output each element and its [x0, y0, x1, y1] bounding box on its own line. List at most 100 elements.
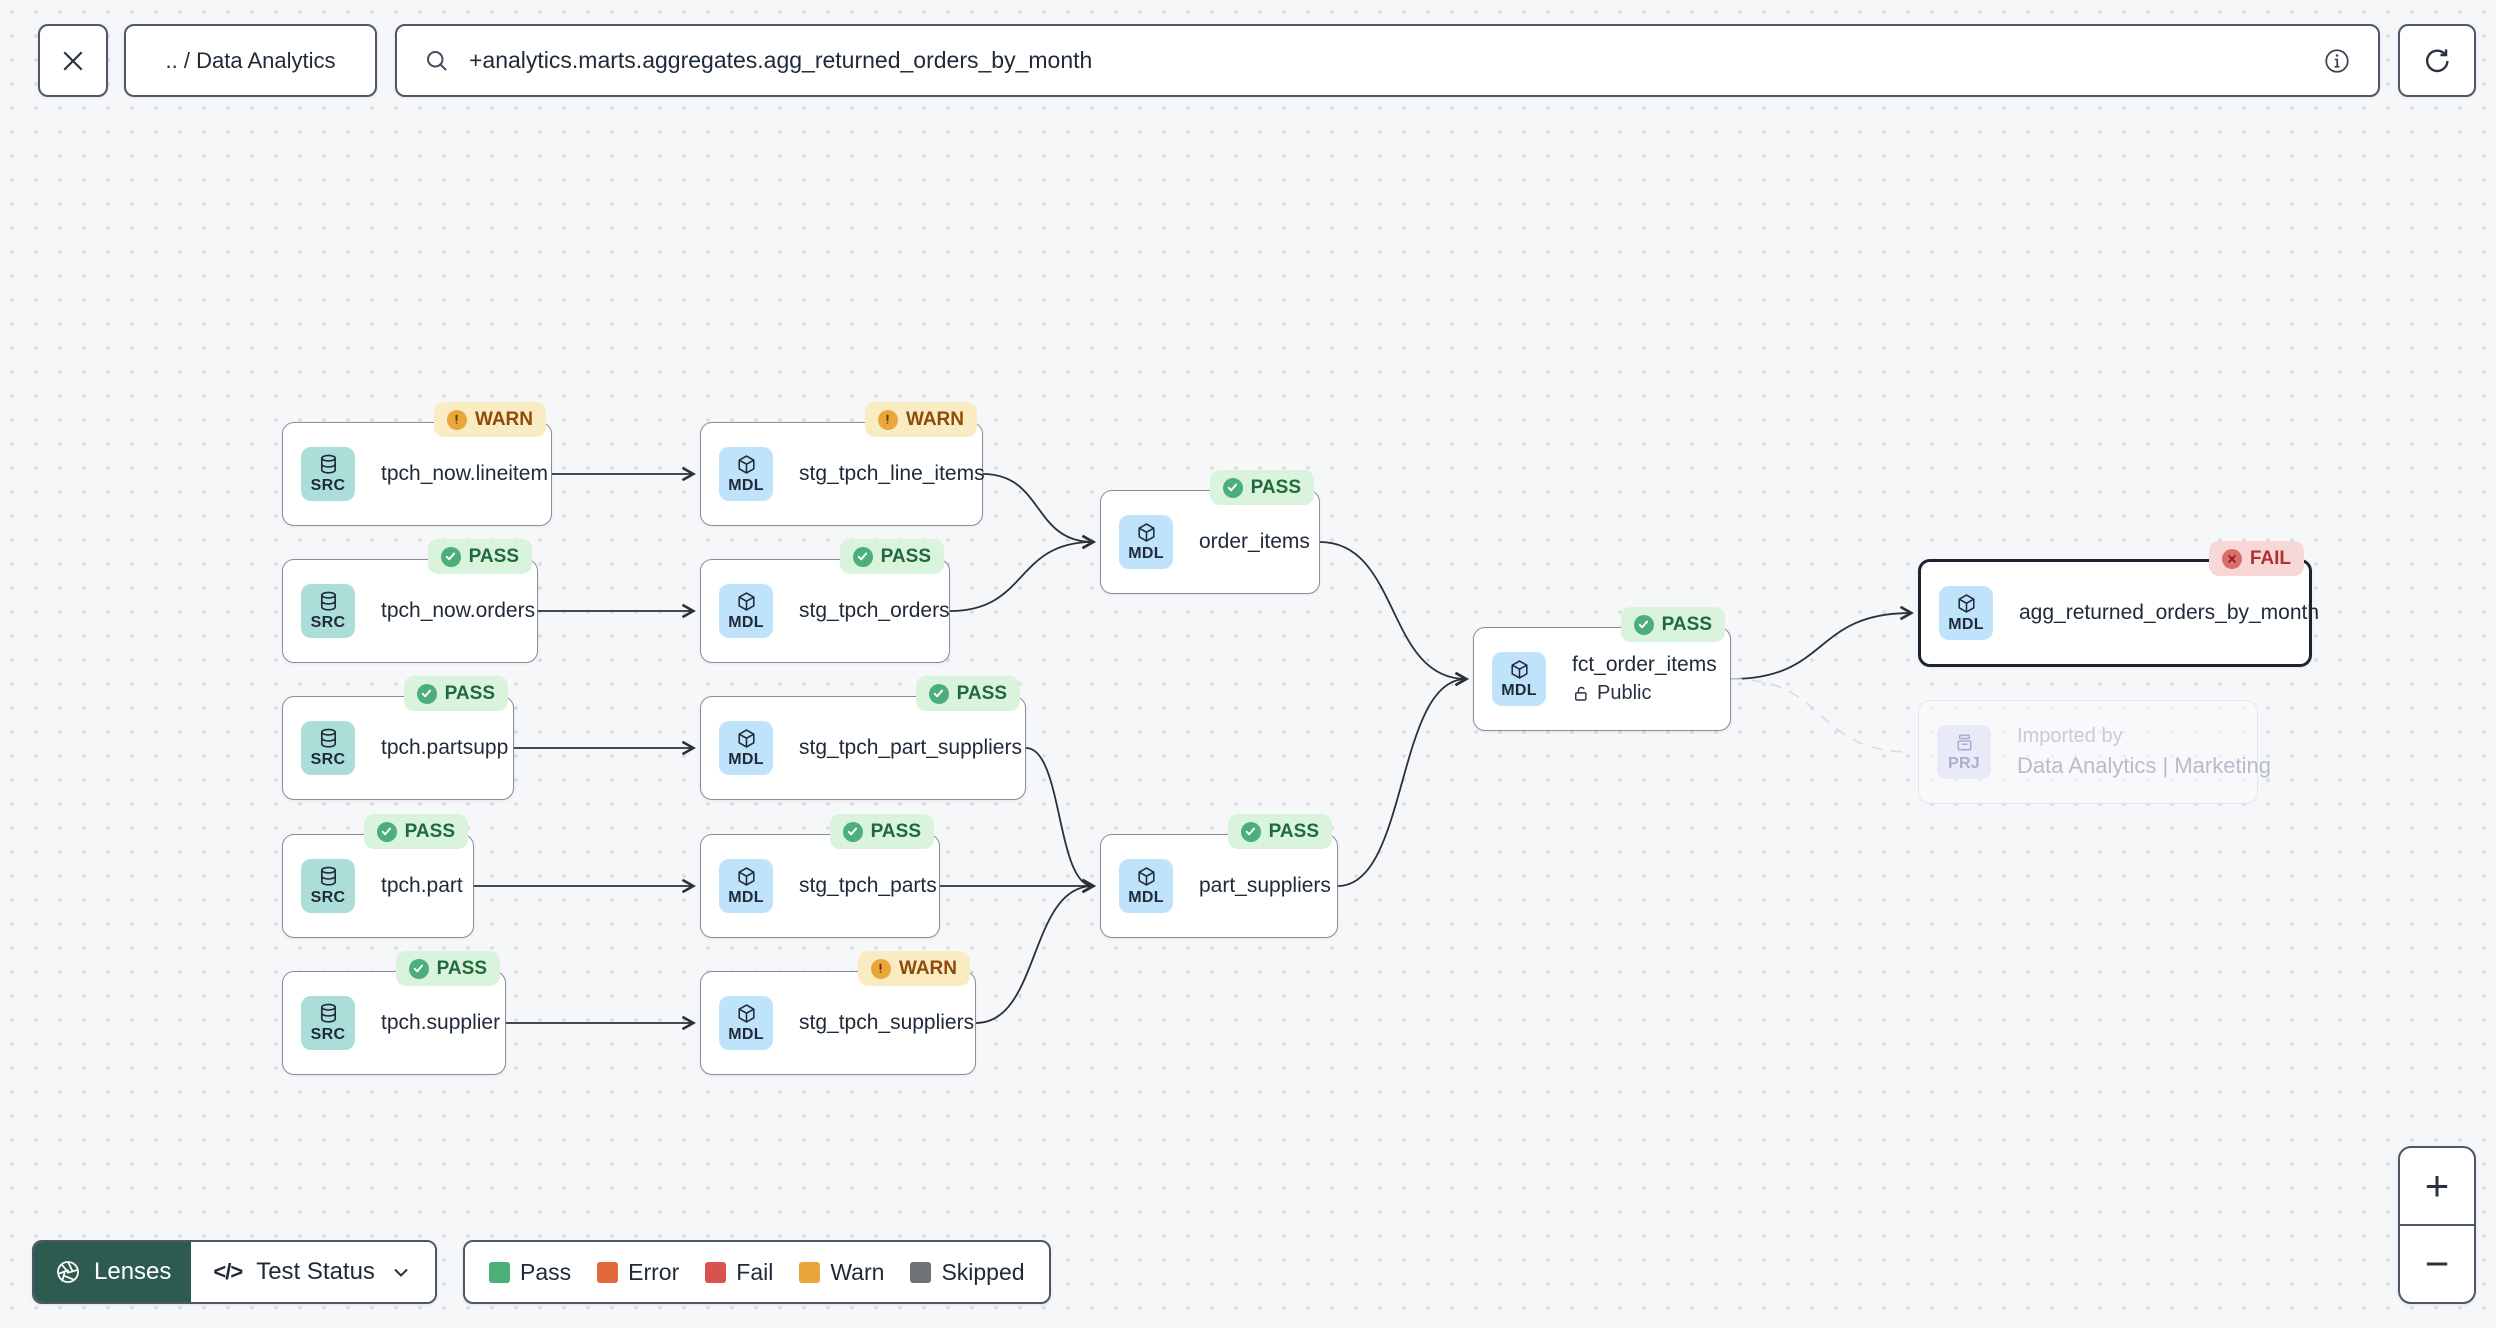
ghost-node-subtitle: Data Analytics | Marketing	[2017, 753, 2271, 778]
status-badge-fail: FAIL	[2208, 541, 2304, 576]
cube-icon	[735, 727, 758, 750]
lineage-node-part_suppliers[interactable]: PASS MDL part_suppliers	[1100, 814, 1338, 938]
cube-icon	[735, 865, 758, 888]
node-name: tpch.partsupp	[381, 736, 509, 759]
node-type-chip-mdl: MDL	[719, 859, 773, 913]
node-type-label: MDL	[728, 477, 764, 494]
edge-stg_tpch_part_suppliers-to-part_suppliers	[1025, 747, 1096, 894]
status-badge-pass: PASS	[395, 951, 500, 986]
refresh-button[interactable]	[2398, 24, 2476, 97]
node-type-chip-mdl: MDL	[1492, 652, 1546, 706]
search-icon	[423, 47, 451, 75]
node-type-label: MDL	[728, 1026, 764, 1043]
legend-item-warn: Warn	[799, 1259, 884, 1286]
zoom-out-button[interactable]: −	[2400, 1226, 2474, 1302]
node-type-chip-mdl: MDL	[719, 584, 773, 638]
node-type-label: MDL	[1128, 889, 1164, 906]
legend-label: Error	[628, 1258, 680, 1285]
lineage-node-order_items[interactable]: PASS MDL order_items	[1100, 470, 1320, 594]
lens-control: Lenses </> Test Status	[32, 1240, 437, 1304]
legend-swatch-pass	[489, 1261, 510, 1283]
edge-order_items-to-fct_order_items	[1319, 541, 1469, 687]
status-badge-pass: PASS	[427, 539, 532, 574]
database-icon	[317, 590, 340, 613]
cube-icon	[735, 590, 758, 613]
node-type-label: SRC	[310, 614, 346, 631]
status-dot-icon	[376, 821, 397, 842]
cube-icon	[1135, 865, 1158, 888]
legend-item-fail: Fail	[705, 1259, 773, 1286]
search-input[interactable]	[469, 47, 2304, 74]
node-name: tpch_now.orders	[381, 599, 536, 622]
legend-label: Pass	[520, 1258, 572, 1285]
node-type-label: SRC	[310, 751, 346, 768]
node-type-label: SRC	[310, 1026, 346, 1043]
breadcrumb[interactable]: .. / Data Analytics	[124, 24, 377, 97]
info-icon[interactable]	[2322, 46, 2352, 76]
node-type-chip-src: SRC	[301, 859, 355, 913]
edge-stg_tpch_orders-to-order_items	[949, 534, 1096, 612]
legend-item-pass: Pass	[489, 1259, 571, 1286]
status-badge-pass: PASS	[1227, 814, 1332, 849]
node-name: order_items	[1199, 530, 1310, 553]
lenses-button[interactable]: Lenses	[34, 1242, 192, 1302]
legend-label: Fail	[736, 1258, 774, 1285]
status-dot-icon	[1222, 477, 1243, 498]
node-type-label: MDL	[728, 751, 764, 768]
node-name: tpch.part	[381, 874, 463, 897]
node-name: tpch_now.lineitem	[381, 462, 548, 485]
node-name: part_suppliers	[1199, 874, 1331, 897]
status-badge-warn: WARN	[864, 402, 977, 437]
legend-swatch-skipped	[910, 1261, 932, 1283]
close-icon	[58, 46, 88, 76]
status-dot-icon	[870, 958, 891, 979]
status-dot-icon	[928, 683, 949, 704]
zoom-control: + −	[2398, 1146, 2476, 1304]
lens-selector-dropdown[interactable]: </> Test Status	[191, 1242, 435, 1302]
status-badge-pass: PASS	[915, 676, 1020, 711]
status-dot-icon	[440, 546, 461, 567]
cube-icon	[735, 453, 758, 476]
status-badge-pass: PASS	[1620, 607, 1725, 642]
node-type-label: MDL	[1128, 545, 1164, 562]
cube-icon	[735, 1002, 758, 1025]
status-dot-icon	[408, 958, 429, 979]
database-icon	[317, 1002, 340, 1025]
close-button[interactable]	[38, 24, 108, 97]
node-type-label: MDL	[1501, 682, 1537, 699]
chevron-down-icon	[389, 1260, 413, 1284]
aperture-icon	[54, 1258, 82, 1286]
zoom-in-button[interactable]: +	[2400, 1148, 2474, 1226]
node-access: Public	[1572, 682, 1717, 705]
status-badge-pass: PASS	[839, 539, 944, 574]
lineage-node-tpch_now_orders[interactable]: PASS SRC tpch_now.orders	[282, 539, 538, 663]
search-bar[interactable]	[395, 24, 2380, 97]
cube-icon	[1135, 521, 1158, 544]
status-badge-pass: PASS	[1209, 470, 1314, 505]
node-type-label: PRJ	[1947, 755, 1981, 772]
node-type-chip-src: SRC	[301, 447, 355, 501]
node-type-label: MDL	[728, 889, 764, 906]
node-type-chip-mdl: MDL	[719, 996, 773, 1050]
node-type-chip-src: SRC	[301, 996, 355, 1050]
status-dot-icon	[416, 683, 437, 704]
test-status-legend: Pass Error Fail Warn Skipped	[463, 1240, 1051, 1304]
legend-label: Warn	[830, 1258, 885, 1285]
cube-icon	[1955, 592, 1978, 615]
node-type-chip-mdl: MDL	[719, 447, 773, 501]
unlock-icon	[1572, 685, 1590, 703]
